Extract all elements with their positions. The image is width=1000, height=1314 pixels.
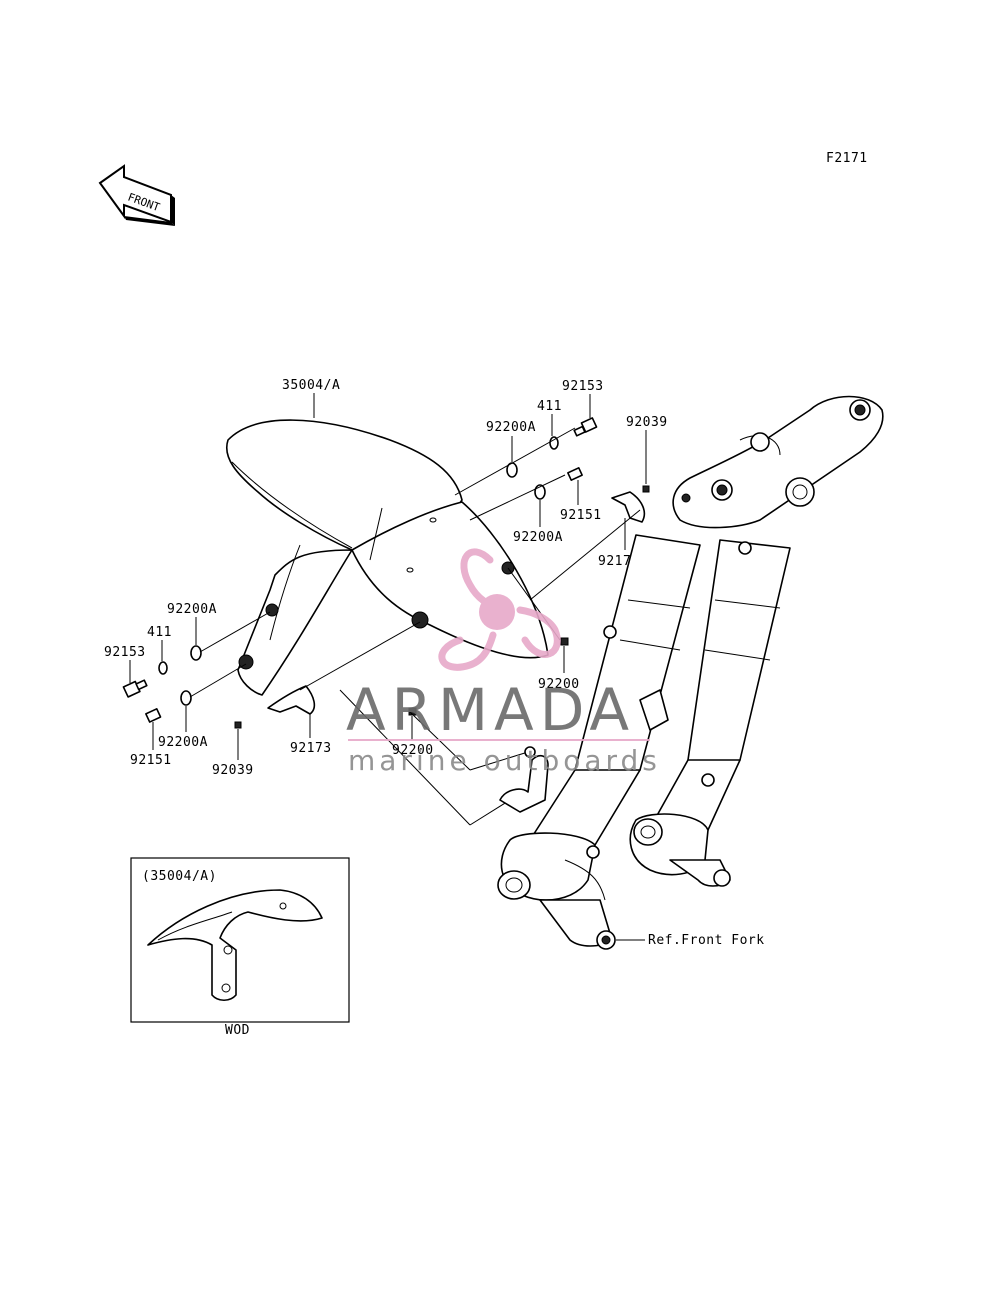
front-fender-part: [225, 419, 549, 696]
washer-92200A-left-bottom: [180, 690, 192, 706]
label-92200A-left-bottom: 92200A: [158, 735, 208, 750]
label-92039-left: 92039: [212, 763, 254, 778]
label-92151-top: 92151: [560, 508, 602, 523]
front-direction-arrow-icon: FRONT: [98, 164, 175, 226]
label-92200-right: 92200: [538, 677, 580, 692]
bracket-92173: [267, 685, 316, 715]
inset-caption: WOD: [225, 1023, 250, 1038]
collar-411-left: [158, 661, 168, 675]
clip-92039-top: [642, 485, 650, 493]
bracket-92173A: [611, 491, 646, 523]
collar-411-top: [549, 436, 559, 450]
nut-92200-right: [560, 637, 569, 646]
watermark-brand: ARMADA: [346, 676, 635, 744]
inset-title: (35004/A): [142, 869, 217, 884]
watermark-tagline: marine outboards: [348, 744, 661, 777]
screw-92151-left: [145, 708, 162, 723]
clip-92039-left: [234, 721, 242, 729]
label-92153-left: 92153: [104, 645, 146, 660]
label-92151-left: 92151: [130, 753, 172, 768]
screw-92151-top: [567, 467, 583, 481]
diagram-code: F2171: [826, 151, 868, 166]
label-92153-top: 92153: [562, 379, 604, 394]
inset-variant-box: (35004/A) WOD: [130, 857, 350, 1038]
bolt-92153-left: [122, 679, 148, 698]
label-92173: 92173: [290, 741, 332, 756]
bolt-92153-top: [573, 417, 598, 437]
label-411-left: 411: [147, 625, 172, 640]
label-411-top: 411: [537, 399, 562, 414]
label-92200A-mid: 92200A: [513, 530, 563, 545]
front-fork-assembly: [497, 395, 884, 950]
label-92200A-top: 92200A: [486, 420, 536, 435]
label-ref-front-fork: Ref.Front Fork: [648, 933, 765, 948]
label-92039-top: 92039: [626, 415, 668, 430]
armada-watermark: ARMADA marine outboards: [346, 548, 661, 777]
label-92200A-left-top: 92200A: [167, 602, 217, 617]
label-35004A: 35004/A: [282, 378, 340, 393]
propeller-logo-icon: [438, 548, 561, 671]
washer-92200A-left-top: [190, 645, 202, 661]
